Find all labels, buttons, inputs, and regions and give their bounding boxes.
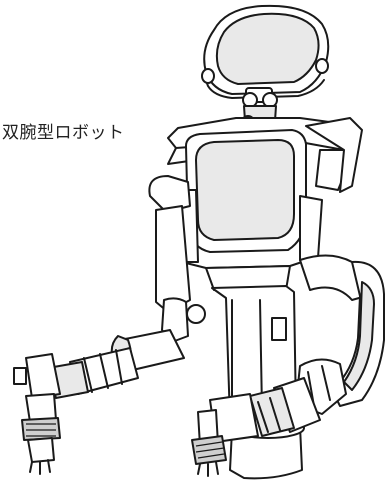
robot-left-arm xyxy=(13,175,206,475)
robot-head xyxy=(201,4,330,99)
robot-torso xyxy=(173,129,323,291)
robot-right-arm xyxy=(191,254,385,477)
robot-type-caption: 双腕型ロボット xyxy=(2,123,125,143)
